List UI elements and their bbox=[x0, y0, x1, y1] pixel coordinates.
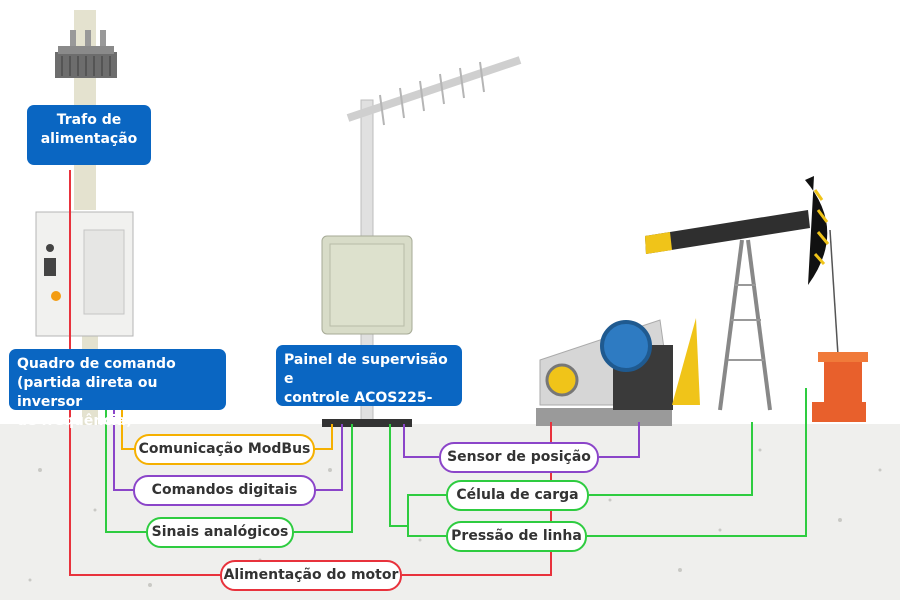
supervision-label-line2: controle ACOS225-BM bbox=[284, 390, 433, 425]
transformer-label-text: Trafo de alimentação bbox=[40, 112, 138, 147]
control-panel-label-line1: Quadro de comando bbox=[17, 356, 176, 372]
modbus-signal-label: Comunicação ModBus bbox=[134, 434, 315, 465]
control-panel-label-line3: de frequência) bbox=[17, 413, 133, 429]
signal-wires bbox=[69, 170, 807, 576]
pumpjack bbox=[536, 176, 868, 426]
digital-commands-label: Comandos digitais bbox=[133, 475, 316, 506]
position-sensor-label: Sensor de posição bbox=[439, 442, 599, 473]
transformer-label: Trafo de alimentação bbox=[27, 105, 151, 165]
analog-signals-label: Sinais analógicos bbox=[146, 517, 294, 548]
supervision-panel-mast bbox=[321, 56, 522, 427]
line-pressure-label: Pressão de linha bbox=[446, 521, 587, 552]
supervision-panel-label: Painel de supervisão e controle ACOS225-… bbox=[276, 345, 462, 425]
control-panel-cabinet bbox=[35, 211, 134, 425]
supervision-label-line1: Painel de supervisão e bbox=[284, 352, 448, 387]
load-cell-label: Célula de carga bbox=[446, 480, 589, 511]
control-panel-label: Quadro de comando (partida direta ou inv… bbox=[9, 349, 226, 429]
control-panel-label-line2: (partida direta ou inversor bbox=[17, 375, 158, 410]
motor-power-label: Alimentação do motor bbox=[220, 560, 402, 591]
